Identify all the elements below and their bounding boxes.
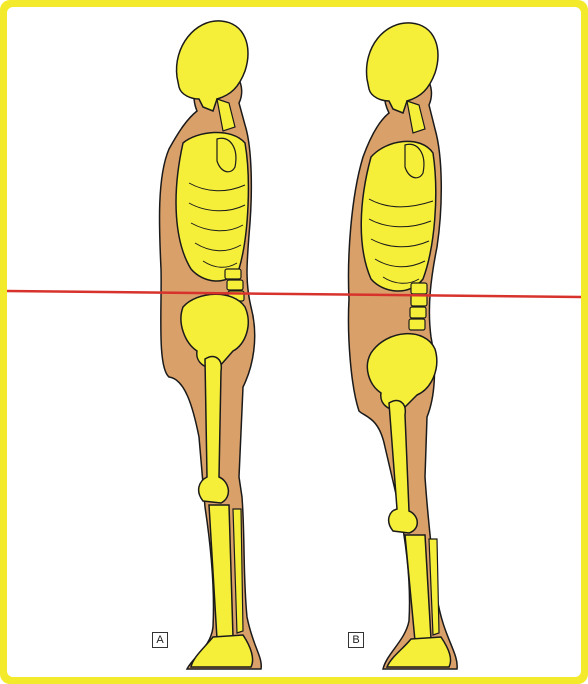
posture-illustration	[7, 7, 581, 677]
figure-a-foot	[191, 635, 253, 667]
figure-a	[159, 21, 261, 669]
figure-b	[348, 23, 457, 669]
panel-label-b: B	[348, 632, 364, 648]
figure-a-ribcage	[176, 132, 248, 281]
figure-b-lumbar-spine	[409, 283, 427, 330]
figure-panel: A B	[7, 7, 581, 677]
figure-b-ribcage	[361, 141, 436, 291]
reference-line	[7, 291, 581, 297]
panel-label-a: A	[152, 632, 168, 648]
